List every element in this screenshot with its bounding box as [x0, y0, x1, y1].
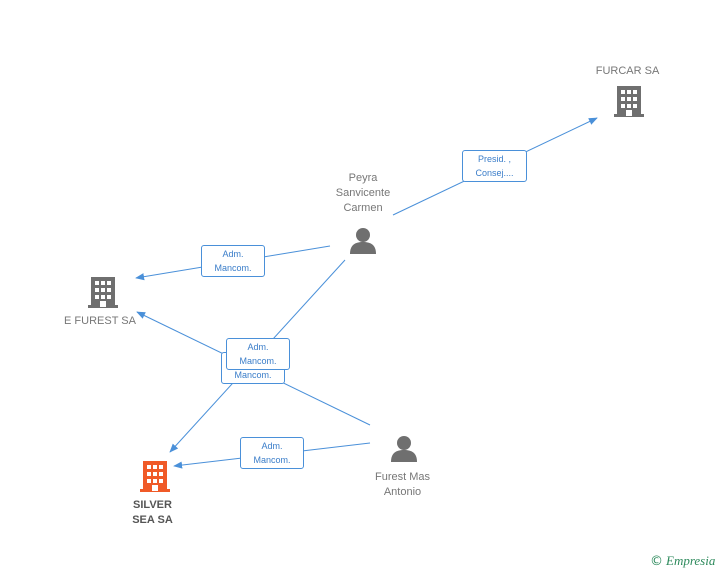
node-label-line: Peyra — [348, 172, 378, 184]
edge-label-line: Consej.... — [475, 168, 514, 178]
building-icon[interactable] — [88, 277, 118, 308]
edge-label-peyra-furcar[interactable]: Presid. , Consej.... — [462, 150, 527, 182]
person-icon[interactable] — [391, 436, 417, 462]
node-label-silver[interactable]: SILVER SEA SA — [115, 498, 190, 528]
node-label-line: Furest Mas — [374, 471, 430, 483]
node-label-line: SEA SA — [132, 514, 173, 526]
edge-label-peyra-efurest[interactable]: Adm. Mancom. — [201, 245, 265, 277]
edge-label-furest-silver[interactable]: Adm. Mancom. — [240, 437, 304, 469]
edge-label-line: Mancom. — [214, 263, 252, 273]
edge-label-line: Adm. — [261, 441, 283, 451]
building-icon[interactable] — [614, 84, 644, 118]
brand-watermark: ©Empresia — [650, 553, 715, 569]
node-label-line: SILVER — [133, 499, 172, 511]
node-label-furcar[interactable]: FURCAR SA — [580, 64, 675, 79]
node-label-efurest[interactable]: E FUREST SA — [50, 314, 150, 329]
person-icon[interactable] — [350, 228, 376, 254]
building-icon-main[interactable] — [140, 461, 170, 492]
node-label-line: Sanvicente — [335, 187, 391, 199]
edge-label-line: Mancom. — [253, 455, 291, 465]
node-label-text: E FUREST SA — [64, 315, 136, 327]
edge-label-peyra-silver[interactable]: Adm. Mancom. — [226, 338, 290, 370]
copyright-icon: © — [650, 554, 663, 569]
node-label-furest[interactable]: Furest Mas Antonio — [355, 470, 450, 500]
node-label-line: Antonio — [383, 486, 422, 498]
node-label-peyra[interactable]: Peyra Sanvicente Carmen — [318, 171, 408, 216]
edge-label-line: Mancom. — [234, 370, 272, 380]
node-label-text: FURCAR SA — [595, 65, 660, 77]
brand-name: Empresia — [666, 553, 716, 568]
edge-label-line: Adm. — [247, 342, 269, 352]
edge-label-line: Mancom. — [239, 356, 277, 366]
edge-label-line: Adm. — [222, 249, 244, 259]
edge-label-line: Presid. , — [477, 154, 511, 164]
node-label-line: Carmen — [343, 202, 383, 214]
